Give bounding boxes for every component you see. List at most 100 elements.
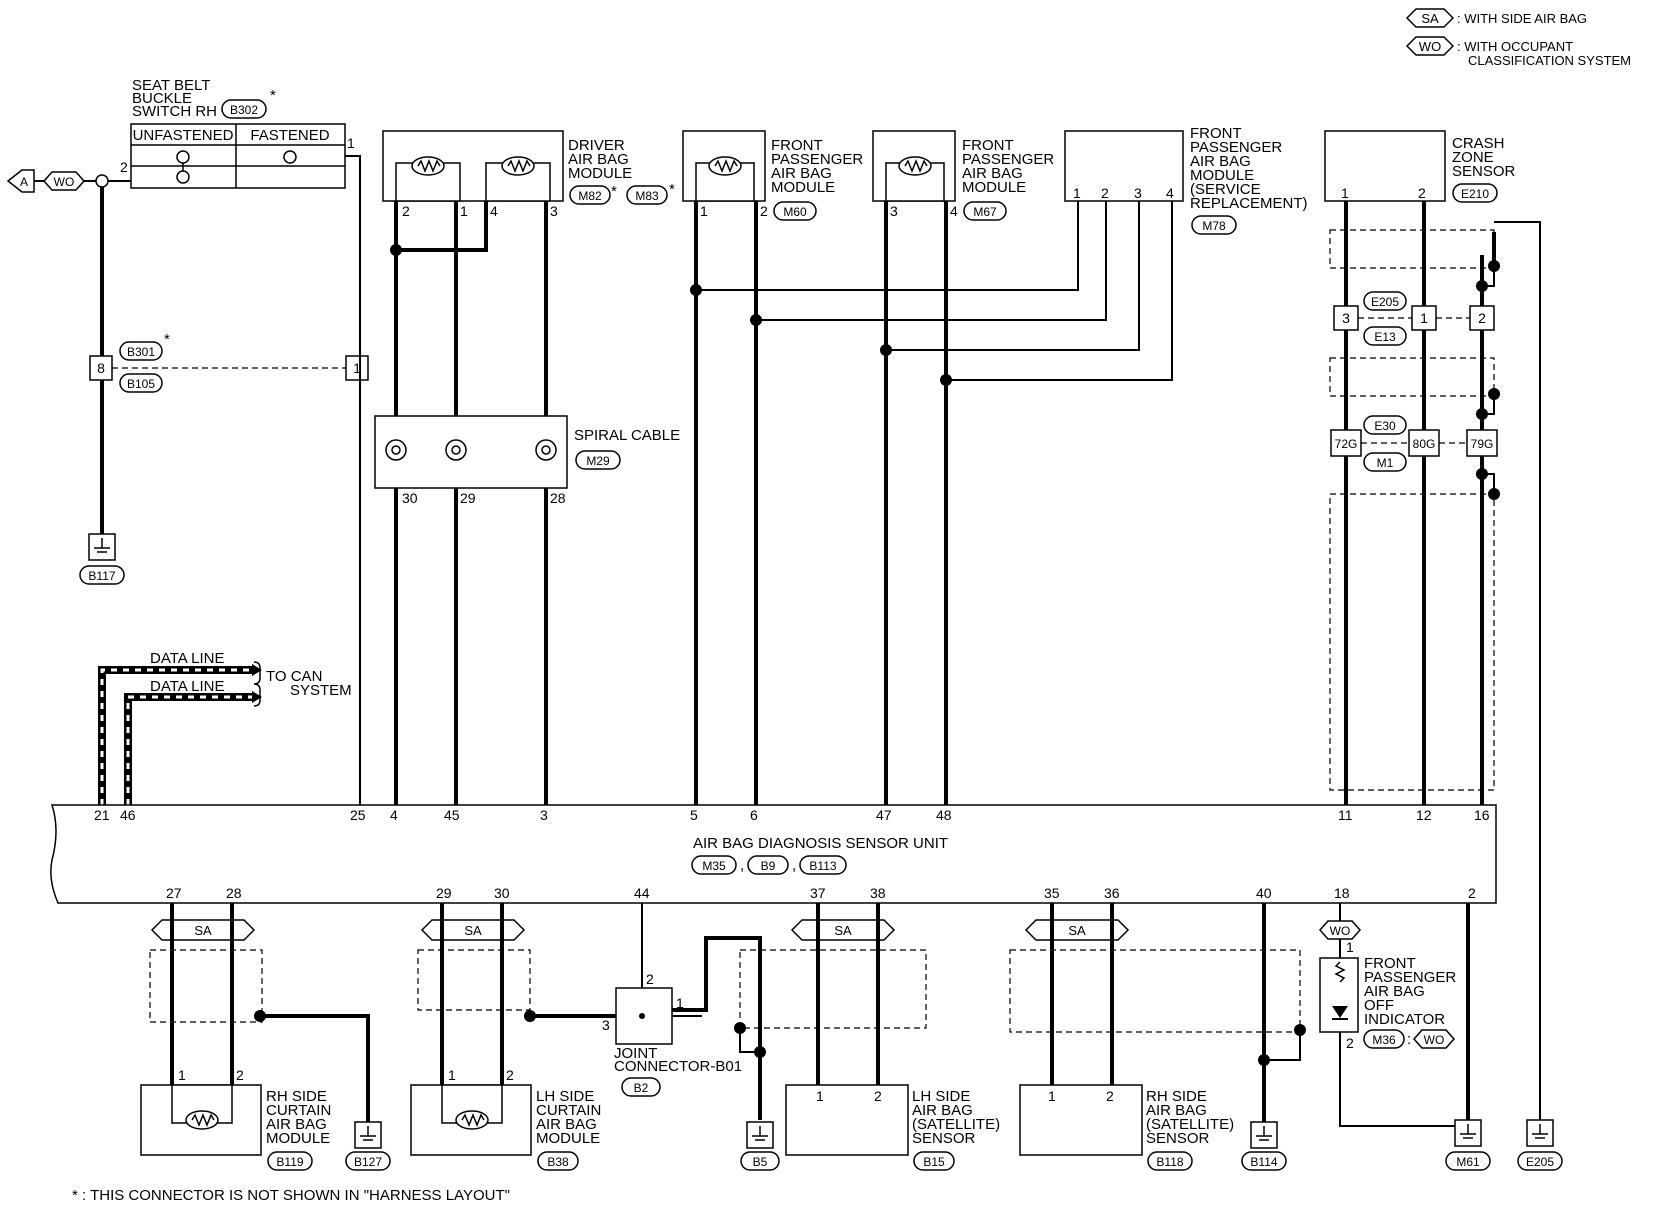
svg-text:40: 40 (1256, 885, 1272, 901)
svg-text:MODULE: MODULE (266, 1130, 330, 1147)
svg-text:CRASH: CRASH (1452, 135, 1505, 152)
svg-text:B114: B114 (1250, 1155, 1277, 1169)
svg-text:WO: WO (1419, 39, 1441, 54)
connector-tag-b105 (119, 373, 163, 393)
connector-box-8: 8 (89, 355, 113, 381)
connector-tag-m83 (626, 185, 668, 205)
front-passenger-air-bag-module-m67: FRONT PASSENGER AIR BAG MODULE 3 4 M67 (872, 130, 1054, 221)
svg-text:CURTAIN: CURTAIN (536, 1102, 601, 1119)
svg-text:JOINT: JOINT (614, 1045, 657, 1062)
svg-text:E205: E205 (1526, 1155, 1554, 1169)
svg-text:2: 2 (1468, 885, 1476, 901)
seat-belt-buckle-switch: SEAT BELT BUCKLE SWITCH RH B302 * UNFAST… (120, 77, 355, 189)
svg-text:SYSTEM: SYSTEM (290, 682, 352, 699)
svg-text:1: 1 (700, 203, 708, 219)
switch-col-fastened: FASTENED (250, 127, 329, 144)
svg-text:MODULE: MODULE (962, 179, 1026, 196)
svg-text:B127: B127 (354, 1155, 382, 1169)
svg-text:SWITCH RH: SWITCH RH (132, 103, 217, 120)
svg-text:4: 4 (490, 203, 498, 219)
connector-tag-b302 (221, 99, 267, 119)
svg-text:B301: B301 (127, 345, 155, 359)
svg-text:1: 1 (1073, 185, 1081, 201)
svg-text:INDICATOR: INDICATOR (1364, 1011, 1445, 1028)
svg-text:1: 1 (1048, 1088, 1056, 1104)
svg-text:1: 1 (448, 1067, 456, 1083)
svg-text:46: 46 (120, 807, 136, 823)
svg-text:28: 28 (550, 490, 566, 506)
ground-b117: B117 (79, 533, 125, 585)
svg-text:AIR BAG: AIR BAG (1146, 1102, 1207, 1119)
legend: SA : WITH SIDE AIR BAG WO : WITH OCCUPAN… (1405, 8, 1631, 68)
legend-sa-tag: SA (1405, 8, 1455, 28)
svg-text:ZONE: ZONE (1452, 149, 1494, 166)
svg-text:M78: M78 (1202, 219, 1226, 233)
lh-side-air-bag-satellite-sensor: 1 2 LH SIDE AIR BAG (SATELLITE) SENSOR B… (785, 1084, 1000, 1171)
ground-m61: M61 (1445, 1119, 1491, 1171)
svg-text:27: 27 (166, 885, 182, 901)
sa-tag-2: SA (420, 919, 526, 941)
svg-text:30: 30 (402, 490, 418, 506)
svg-text:SENSOR: SENSOR (912, 1130, 976, 1147)
svg-text:28: 28 (226, 885, 242, 901)
svg-text:B9: B9 (761, 859, 776, 873)
svg-text:BUCKLE: BUCKLE (132, 90, 192, 107)
svg-text:B113: B113 (809, 859, 836, 873)
legend-wo-text-2: CLASSIFICATION SYSTEM (1468, 53, 1631, 68)
svg-text:PASSENGER: PASSENGER (1190, 139, 1282, 156)
svg-text:FRONT: FRONT (962, 137, 1014, 154)
svg-text:*: * (164, 331, 170, 348)
svg-text:FRONT: FRONT (1364, 955, 1416, 972)
svg-text:1: 1 (178, 1067, 186, 1083)
ground-e205: E205 (1517, 1119, 1563, 1171)
svg-text:4: 4 (1166, 185, 1174, 201)
svg-text:M1: M1 (1377, 456, 1394, 470)
svg-text:CURTAIN: CURTAIN (266, 1102, 331, 1119)
svg-text:36: 36 (1104, 885, 1120, 901)
joint-connector-b01: 2 1 3 JOINT CONNECTOR-B01 B2 (602, 971, 742, 1097)
svg-text:SEAT BELT: SEAT BELT (132, 77, 210, 94)
driver-air-bag-module: DRIVER AIR BAG MODULE M82 * M83 * 2 1 4 … (382, 130, 675, 219)
svg-text:SA: SA (194, 923, 212, 938)
legend-sa-text: : WITH SIDE AIR BAG (1457, 11, 1587, 26)
svg-text:2: 2 (120, 159, 128, 175)
svg-text:47: 47 (876, 807, 892, 823)
svg-text:3: 3 (1342, 310, 1350, 326)
front-passenger-air-bag-module-m60: FRONT PASSENGER AIR BAG MODULE 1 2 M60 (682, 130, 863, 221)
svg-text:1: 1 (676, 995, 684, 1011)
svg-text:E210: E210 (1461, 187, 1489, 201)
svg-text:SA: SA (1421, 11, 1439, 26)
svg-text:18: 18 (1334, 885, 1350, 901)
svg-text:AIR BAG: AIR BAG (1364, 983, 1425, 1000)
svg-text:WO: WO (1330, 924, 1351, 938)
svg-text:1: 1 (1420, 310, 1428, 326)
svg-text:CONNECTOR-B01: CONNECTOR-B01 (614, 1058, 742, 1075)
svg-text:16: 16 (1474, 807, 1490, 823)
connector-box-1: 1 (345, 355, 369, 381)
svg-text:PASSENGER: PASSENGER (1364, 969, 1456, 986)
svg-text:30: 30 (494, 885, 510, 901)
svg-text:PASSENGER: PASSENGER (962, 151, 1054, 168)
svg-text:2: 2 (1418, 185, 1426, 201)
svg-text:2: 2 (1106, 1088, 1114, 1104)
svg-text:M35: M35 (702, 859, 726, 873)
svg-text:*: * (611, 183, 617, 200)
svg-text:B302: B302 (230, 103, 258, 117)
svg-text:48: 48 (936, 807, 952, 823)
svg-text:12: 12 (1416, 807, 1432, 823)
svg-text:SA: SA (834, 923, 852, 938)
svg-text:B117: B117 (88, 569, 115, 583)
svg-text:3: 3 (550, 203, 558, 219)
svg-text:M83: M83 (635, 189, 659, 203)
svg-text:2: 2 (646, 971, 654, 987)
svg-text:FRONT: FRONT (771, 137, 823, 154)
svg-text:LH SIDE: LH SIDE (536, 1088, 594, 1105)
svg-text:6: 6 (750, 807, 758, 823)
lh-side-curtain-air-bag-module: 1 2 LH SIDE CURTAIN AIR BAG MODULE B38 (410, 1067, 601, 1171)
svg-text:2: 2 (874, 1088, 882, 1104)
legend-wo-text-1: : WITH OCCUPANT (1457, 39, 1573, 54)
svg-text:MODULE: MODULE (568, 165, 632, 182)
svg-text:B5: B5 (753, 1155, 768, 1169)
front-passenger-air-bag-off-indicator: 1 2 FRONT PASSENGER AIR BAG OFF INDICATO… (1319, 939, 1456, 1051)
connector-e205-e13: 3 1 2 E205 E13 (1333, 291, 1495, 346)
